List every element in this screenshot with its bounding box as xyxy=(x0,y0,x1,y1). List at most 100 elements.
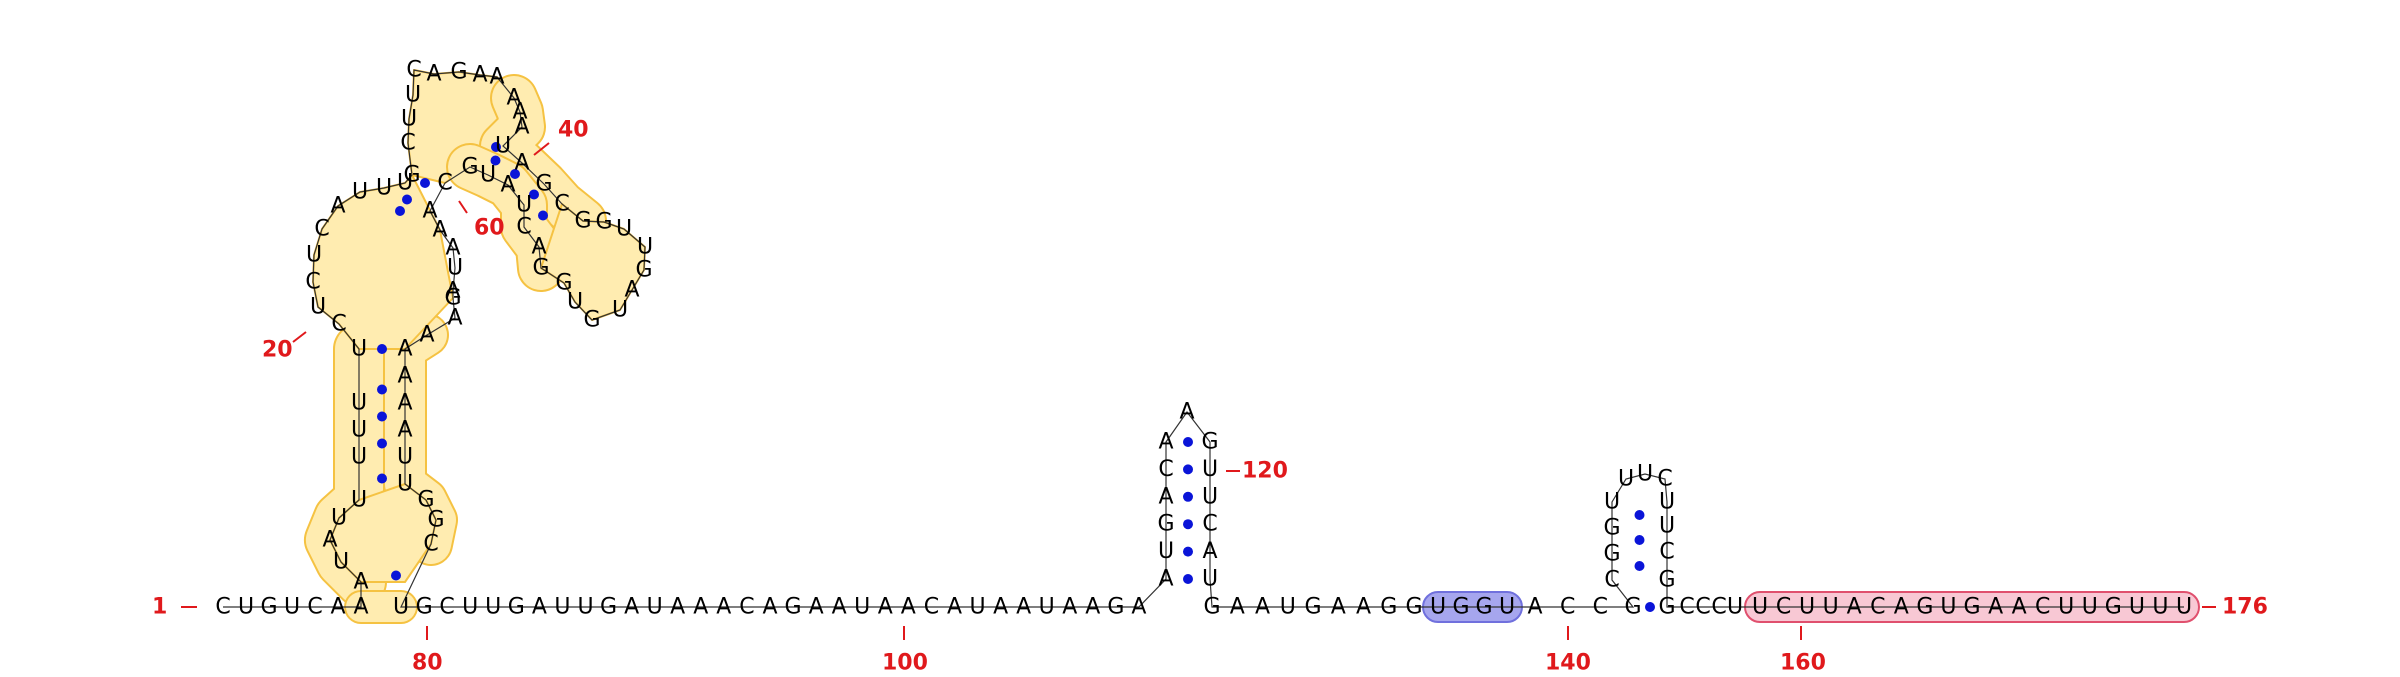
nucleotide-main-strand: G xyxy=(416,595,433,620)
nucleotide-stem-5p: A xyxy=(353,570,368,595)
nucleotide-main-strand: G xyxy=(784,595,801,620)
base-pair-dot xyxy=(420,178,430,188)
nucleotide-region-pink: U xyxy=(1752,595,1768,620)
nucleotide-stem-3p: A xyxy=(397,391,412,416)
nucleotide-main-strand: A xyxy=(716,595,731,620)
nucleotide-right-loop: G xyxy=(595,210,612,235)
nucleotide-main-strand: A xyxy=(993,595,1008,620)
nucleotide-right-arm-3p: G xyxy=(461,155,478,180)
nucleotide-hairpin2-loop: U xyxy=(1618,467,1634,492)
nucleotide-main-strand: C xyxy=(924,595,939,620)
nucleotide-right-arm-3p: C xyxy=(516,215,531,240)
nucleotide-main-strand: U xyxy=(485,595,501,620)
nucleotide-left-loop: C xyxy=(314,217,329,242)
nucleotide-region-blue: U xyxy=(1499,595,1515,620)
nucleotide-right-arm-5p: G xyxy=(535,172,552,197)
nucleotide-top-loop: G xyxy=(450,60,467,85)
nucleotide-left-top: C xyxy=(406,58,421,83)
nucleotide-region-blue: U xyxy=(1430,595,1446,620)
nucleotide-main-strand: C xyxy=(1560,595,1575,620)
nucleotide-main-strand: U xyxy=(393,595,409,620)
nucleotide-main-strand: A xyxy=(1230,595,1245,620)
base-pair-dot xyxy=(1634,561,1645,571)
base-pair-dot xyxy=(377,344,387,354)
nucleotide-hairpin1-3p: G xyxy=(1201,430,1218,455)
nucleotide-main-strand: G xyxy=(508,595,525,620)
position-label-80: 80 xyxy=(412,651,443,676)
nucleotide-5p-tail: A xyxy=(330,595,345,620)
nucleotide-main-strand: A xyxy=(1331,595,1346,620)
nucleotide-hairpin1-loop: A xyxy=(1179,400,1194,425)
position-label-20: 20 xyxy=(262,338,293,363)
nucleotide-hairpin2-5p: U xyxy=(1604,490,1620,515)
structure-highlight-layer xyxy=(304,69,2200,624)
nucleotide-hairpin1-5p: A xyxy=(1158,430,1173,455)
nucleotide-hairpin2-3p: G xyxy=(1658,568,1675,593)
nucleotide-main-strand: A xyxy=(947,595,962,620)
position-tick xyxy=(292,331,307,343)
nucleotide-right-loop: A xyxy=(624,278,639,303)
nucleotide-main-strand: A xyxy=(532,595,547,620)
nucleotide-main-strand: C xyxy=(1711,595,1726,620)
nucleotide-stem-5p: U xyxy=(351,391,367,416)
nucleotide-main-strand: G xyxy=(1203,595,1220,620)
base-pair-dot xyxy=(1634,510,1645,520)
nucleotide-main-strand: A xyxy=(1062,595,1077,620)
nucleotide-main-strand: A xyxy=(832,595,847,620)
nucleotide-center: A xyxy=(422,199,437,224)
nucleotide-region-pink: U xyxy=(2129,595,2145,620)
nucleotide-left-top: U xyxy=(397,171,413,196)
nucleotide-hairpin2-5p: G xyxy=(1603,542,1620,567)
nucleotide-main-strand: U xyxy=(1039,595,1055,620)
nucleotide-stem-3p: G xyxy=(427,508,444,533)
base-pair-dot xyxy=(402,194,412,205)
nucleotide-right-loop: G xyxy=(635,258,652,283)
nucleotide-hairpin1-3p: U xyxy=(1202,457,1218,482)
nucleotide-region-pink: U xyxy=(2176,595,2192,620)
nucleotide-right-arm-3p: G xyxy=(532,256,549,281)
nucleotide-main-strand: U xyxy=(554,595,570,620)
nucleotide-right-arm-3p: U xyxy=(480,163,496,188)
base-pair-dot xyxy=(491,142,501,152)
nucleotide-stem-3p: U xyxy=(397,445,413,470)
nucleotide-left-loop: C xyxy=(331,312,346,337)
nucleotide-main-strand: C xyxy=(739,595,754,620)
base-pair-dot xyxy=(529,189,539,200)
position-label-140: 140 xyxy=(1545,651,1591,676)
nucleotide-center: A xyxy=(432,218,447,243)
nucleotide-right-arm-5p: A xyxy=(514,151,529,176)
position-label-120: 120 xyxy=(1242,459,1288,484)
nucleotide-region-pink: U xyxy=(1799,595,1815,620)
nucleotide-main-strand: G xyxy=(1304,595,1321,620)
nucleotide-main-strand: G xyxy=(1405,595,1422,620)
nucleotide-main-strand: C xyxy=(1679,595,1694,620)
nucleotide-main-strand: A xyxy=(1527,595,1542,620)
nucleotide-main-strand: A xyxy=(762,595,777,620)
base-pair-dot xyxy=(510,169,520,179)
nucleotide-center: A xyxy=(445,279,460,304)
nucleotide-stem-5p: U xyxy=(351,488,367,513)
nucleotide-top-loop: A xyxy=(489,65,504,90)
nucleotide-stem-3p: G xyxy=(417,488,434,513)
nucleotide-main-strand: A xyxy=(693,595,708,620)
nucleotide-stem-5p: U xyxy=(351,418,367,443)
nucleotide-5p-tail: C xyxy=(307,595,322,620)
nucleotide-main-strand: A xyxy=(1016,595,1031,620)
position-label-100: 100 xyxy=(882,651,928,676)
nucleotide-left-loop: A xyxy=(330,194,345,219)
nucleotide-stem-5p: A xyxy=(322,528,337,553)
nucleotide-right-arm-5p: A xyxy=(514,115,529,140)
nucleotide-right-arm-5p: A xyxy=(512,100,527,125)
nucleotide-hairpin2-3p: U xyxy=(1659,490,1675,515)
nucleotide-hairpin1-5p: A xyxy=(1158,484,1173,509)
nucleotide-main-strand: A xyxy=(878,595,893,620)
nucleotide-stem-5p: U xyxy=(331,506,347,531)
nucleotide-hairpin2-3p: C xyxy=(1659,540,1674,565)
nucleotide-main-strand: G xyxy=(600,595,617,620)
nucleotide-main-strand: C xyxy=(439,595,454,620)
nucleotide-region-pink: A xyxy=(1894,595,1909,620)
nucleotide-main-strand: A xyxy=(1085,595,1100,620)
nucleotide-region-pink: A xyxy=(1847,595,1862,620)
